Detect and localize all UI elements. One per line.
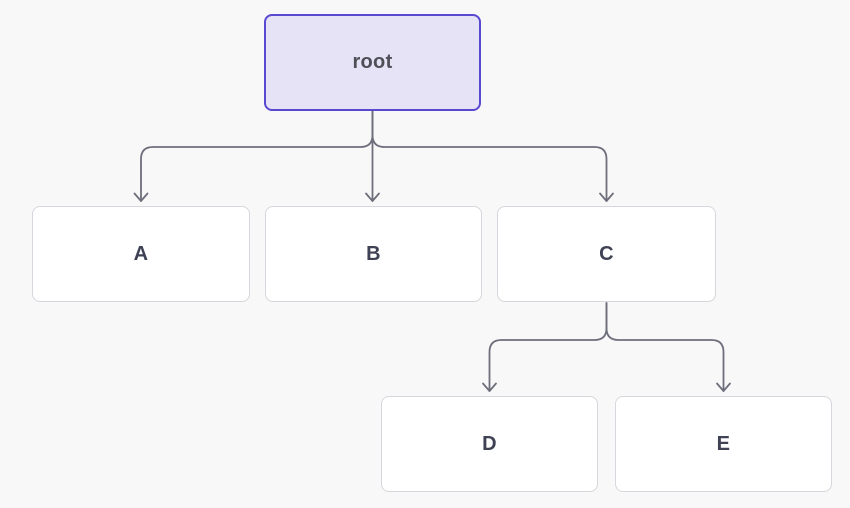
tree-node-b[interactable]: B — [265, 206, 482, 302]
edge-c-d — [488, 302, 608, 392]
tree-node-root[interactable]: root — [264, 14, 481, 111]
tree-node-e[interactable]: E — [615, 396, 832, 492]
tree-node-a-label: A — [133, 242, 149, 265]
tree-node-root-label: root — [352, 51, 393, 73]
arrowhead-b-icon — [365, 192, 380, 202]
arrowhead-c-icon — [599, 192, 614, 202]
arrowhead-d-icon — [482, 382, 497, 392]
edge-root-c — [371, 110, 608, 202]
edge-c-e — [605, 302, 725, 392]
tree-node-d[interactable]: D — [381, 396, 598, 492]
tree-node-a[interactable]: A — [32, 206, 250, 302]
tree-node-c[interactable]: C — [497, 206, 716, 302]
arrowhead-e-icon — [716, 382, 731, 392]
tree-node-d-label: D — [482, 432, 497, 455]
tree-node-c-label: C — [599, 242, 614, 265]
arrowhead-a-icon — [133, 192, 149, 202]
tree-node-e-label: E — [716, 432, 731, 455]
tree-node-b-label: B — [366, 242, 381, 265]
edge-root-a — [140, 110, 374, 202]
